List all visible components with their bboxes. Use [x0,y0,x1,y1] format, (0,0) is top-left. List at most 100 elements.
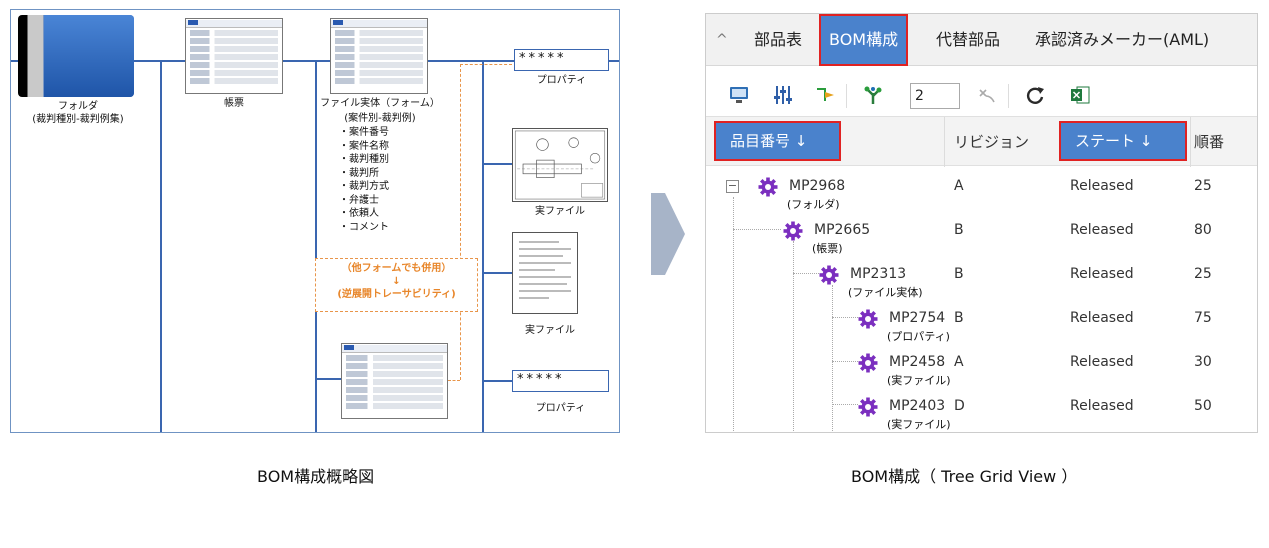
state-cell: Released [1070,398,1134,414]
left-caption: BOM構成概略図 [257,467,375,486]
gear-icon [858,353,878,373]
tab-bom-structure[interactable]: BOM構成 [819,14,909,66]
tab-parts-list[interactable]: 部品表 [754,30,803,49]
field-item: ・案件番号 [339,127,389,138]
traceability-dashed-top [460,64,512,65]
note-line-1: （他フォームでも併用） [341,263,452,274]
file-entity-field-list: ・案件番号 ・案件名称 ・裁判種別 ・裁判所 ・裁判方式 ・弁護士 ・依頼人 ・… [339,126,389,234]
state-cell: Released [1070,178,1134,194]
property-label: プロパティ [536,75,587,86]
form-connector-line [315,60,317,432]
sliders-icon[interactable] [772,84,794,106]
tree-grid-view: ^ 部品表 BOM構成 代替部品 承認済みメーカー(AML) 2 [705,13,1258,433]
property-box: ***** [514,49,609,71]
form-label: 帳票 [224,98,244,109]
state-cell: Released [1070,354,1134,370]
state-cell: Released [1070,222,1134,238]
property2-connector-line [482,380,512,382]
column-state[interactable]: ステート ↓ [1059,121,1187,161]
toolbar: 2 [706,66,1257,116]
table-row[interactable]: MP2458 (実ファイル)A Released 30 [706,343,1257,387]
level-input[interactable]: 2 [910,83,960,109]
part-number-cell: MP2403 [889,398,946,414]
order-cell: 80 [1194,222,1212,238]
tree-icon[interactable] [862,84,884,106]
gear-icon [819,265,839,285]
part-number-cell: MP2754 [889,310,946,326]
folder-sub-label: (裁判種別-裁判例集) [32,114,124,125]
part-type-label: (帳票) [812,242,843,255]
order-cell: 25 [1194,266,1212,282]
file2-connector-line [482,272,512,274]
part-number-cell: MP2458 [889,354,946,370]
part-number-cell: MP2665 [814,222,871,238]
collapse-node-icon[interactable]: − [726,179,739,193]
part-type-label: (実ファイル) [887,374,951,387]
field-item: ・案件名称 [339,140,389,152]
real-file-1-label: 実ファイル [535,206,585,217]
part-type-label: (プロパティ) [887,330,950,343]
document-image [512,232,578,314]
revision-cell: A [954,178,964,194]
file-entity-label: ファイル実体（フォーム） [320,98,440,109]
file-connector-line [482,60,484,432]
revision-cell: B [954,310,964,326]
column-revision[interactable]: リビジョン [954,133,1030,151]
field-item: ・弁護士 [339,194,379,206]
note-arrow: ↓ [392,276,401,287]
form-thumbnail [185,18,283,94]
collapse-tabs-icon[interactable]: ^ [716,32,728,48]
note-line-2: (逆展開トレーサビリティ) [337,289,456,300]
traceability-dashed-line [460,64,461,380]
arrow-flow-icon[interactable] [814,84,836,106]
gear-icon [858,397,878,417]
folder-connector-line [160,60,162,432]
table-row[interactable]: MP2754 (プロパティ) B Released 75 [706,299,1257,343]
form2-connector-line [315,378,341,380]
reverse-traceability-note: （他フォームでも併用） ↓ (逆展開トレーサビリティ) [315,258,478,312]
file1-connector-line [482,163,512,165]
shared-form-thumbnail [341,343,448,419]
table-row[interactable]: MP2313 (ファイル実体) B Released 25 [706,255,1257,299]
file-entity-sub-label: (案件別-裁判例) [344,113,416,124]
tab-substitute-parts[interactable]: 代替部品 [936,30,1001,49]
monitor-icon[interactable] [728,84,750,106]
order-cell: 75 [1194,310,1212,326]
field-item: ・裁判種別 [339,154,389,165]
state-cell: Released [1070,266,1134,282]
field-item: ・コメント [339,221,389,233]
column-part-number[interactable]: 品目番号 ↓ [714,121,841,161]
gear-icon [858,309,878,329]
cad-drawing-image [512,128,608,202]
tab-aml[interactable]: 承認済みメーカー(AML) [1035,30,1210,49]
field-item: ・依頼人 [339,208,379,219]
state-cell: Released [1070,310,1134,326]
column-order[interactable]: 順番 [1194,133,1225,151]
excel-icon[interactable] [1069,84,1091,106]
field-item: ・裁判方式 [339,181,389,192]
collapse-icon[interactable] [976,84,998,106]
right-caption: BOM構成（ Tree Grid View ） [851,467,1078,486]
tab-bar: ^ 部品表 BOM構成 代替部品 承認済みメーカー(AML) [706,14,1257,66]
property-box-2: ***** [512,370,609,392]
right-arrow-icon [651,193,685,275]
order-cell: 30 [1194,354,1212,370]
order-cell: 25 [1194,178,1212,194]
traceability-dashed-bottom [448,380,460,381]
revision-cell: B [954,222,964,238]
revision-cell: B [954,266,964,282]
revision-cell: A [954,354,964,370]
property-label-2: プロパティ [535,403,586,414]
folder-icon [18,15,134,97]
gear-icon [783,221,803,241]
grid-header: 品目番号 ↓ リビジョン ステート ↓ 順番 [706,116,1257,167]
real-file-2-label: 実ファイル [525,325,575,336]
part-number-cell: MP2313 [850,266,907,282]
refresh-icon[interactable] [1024,84,1046,106]
field-item: ・裁判所 [339,167,379,179]
part-type-label: (ファイル実体) [848,286,923,299]
table-row[interactable]: MP2665 (帳票) B Released 80 [706,211,1257,255]
part-number-cell: MP2968 [789,178,846,194]
